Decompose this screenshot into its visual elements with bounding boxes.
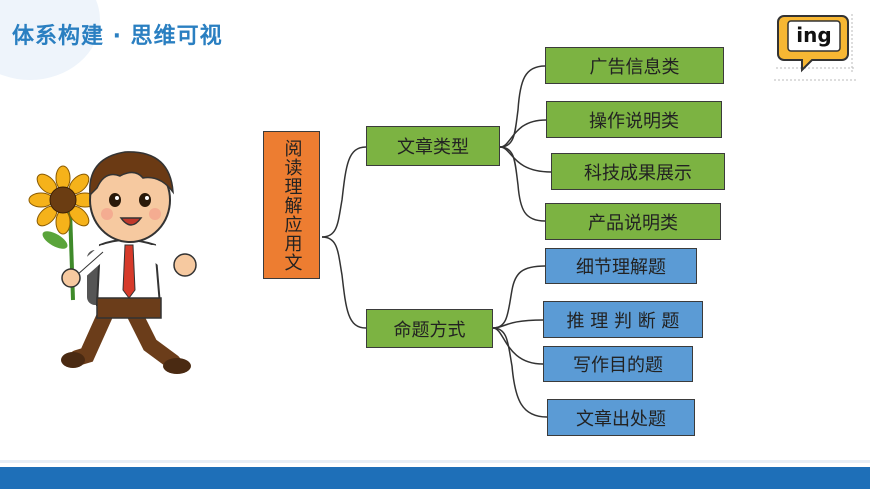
branch-question-type: 命题方式	[366, 309, 493, 348]
mindmap-root-label: 阅读理解应用文	[281, 138, 303, 272]
leaf-node: 推 理 判 断 题	[543, 301, 703, 338]
footer-divider	[0, 460, 870, 463]
leaf-label: 细节理解题	[576, 257, 666, 278]
leaf-label: 操作说明类	[589, 110, 679, 132]
leaf-node: 产品说明类	[545, 203, 721, 240]
page-title: 体系构建 · 思维可视	[12, 24, 223, 49]
leaf-node: 文章出处题	[547, 399, 695, 436]
leaf-node: 细节理解题	[545, 248, 697, 284]
leaf-node: 操作说明类	[546, 101, 722, 138]
leaf-label: 写作目的题	[573, 355, 663, 376]
boy-with-sunflower-illustration	[28, 151, 197, 374]
leaf-label: 文章出处题	[576, 408, 666, 430]
branch-label: 文章类型	[397, 137, 469, 158]
footer-bar	[0, 467, 870, 489]
leaf-node: 广告信息类	[545, 47, 724, 84]
branch-article-type: 文章类型	[366, 126, 500, 166]
ing-badge-text: ing	[796, 23, 832, 47]
branch-label: 命题方式	[393, 319, 466, 341]
leaf-node: 写作目的题	[543, 346, 693, 382]
leaf-node: 科技成果展示	[551, 153, 725, 190]
leaf-label: 广告信息类	[589, 56, 680, 78]
mindmap-root: 阅读理解应用文	[263, 131, 320, 279]
leaf-label: 科技成果展示	[584, 162, 692, 184]
ing-badge: ing	[770, 8, 862, 90]
leaf-label: 推 理 判 断 题	[566, 310, 680, 332]
leaf-label: 产品说明类	[588, 212, 678, 234]
